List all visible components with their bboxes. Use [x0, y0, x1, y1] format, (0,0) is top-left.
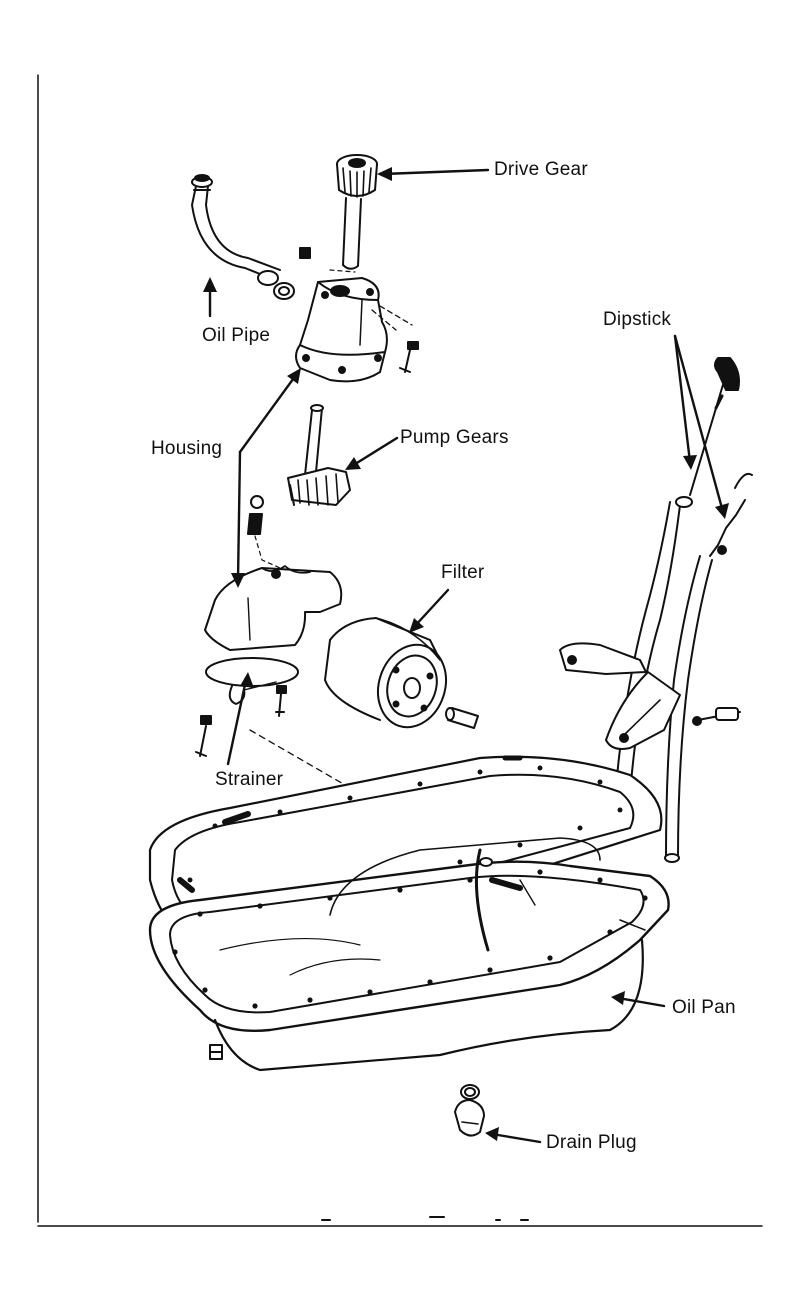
strainer-label: Strainer [215, 769, 284, 790]
dipstick-tube-2-part [664, 472, 753, 863]
drive-gear-part [336, 154, 378, 270]
strainer-arrow [226, 672, 254, 766]
drive-gear-label: Drive Gear [494, 159, 588, 180]
drain-plug-arrow [485, 1127, 542, 1144]
pump-housing-upper [295, 269, 413, 383]
filter-arrow [409, 588, 450, 633]
filter-label: Filter [441, 562, 485, 583]
bottom-marks [321, 1216, 529, 1221]
dipstick-label: Dipstick [603, 309, 672, 330]
strainer-bolt [275, 685, 287, 717]
pump-housing-lower [204, 565, 343, 651]
oil-filter-part [324, 617, 479, 729]
relief-spring-part [247, 495, 281, 569]
drive-gear-arrow [377, 167, 490, 181]
drain-plug-label: Drain Plug [546, 1132, 637, 1153]
dipstick-tube-part [612, 357, 740, 822]
housing-label: Housing [151, 438, 223, 459]
oil-pan-label: Oil Pan [672, 997, 736, 1018]
strainer-bolt-2 [195, 715, 212, 757]
pump-gears-part [287, 404, 351, 506]
dipstick-arrows [673, 334, 729, 519]
pump-gears-arrow [345, 436, 399, 470]
housing-bolt [399, 341, 419, 373]
oil-pipe-arrow [203, 277, 217, 318]
dipstick-bolt [692, 707, 741, 726]
oil-pan-arrow [611, 991, 666, 1008]
drain-plug-part [454, 1084, 485, 1137]
oil-pipe-label: Oil Pipe [202, 325, 271, 346]
dipstick-bracket-part [559, 642, 681, 750]
oil-pipe-part [191, 174, 311, 300]
pan-bolt [209, 1044, 223, 1060]
filter-fitting [445, 707, 479, 729]
pump-gears-label: Pump Gears [400, 427, 509, 448]
housing-arrows [231, 368, 301, 588]
